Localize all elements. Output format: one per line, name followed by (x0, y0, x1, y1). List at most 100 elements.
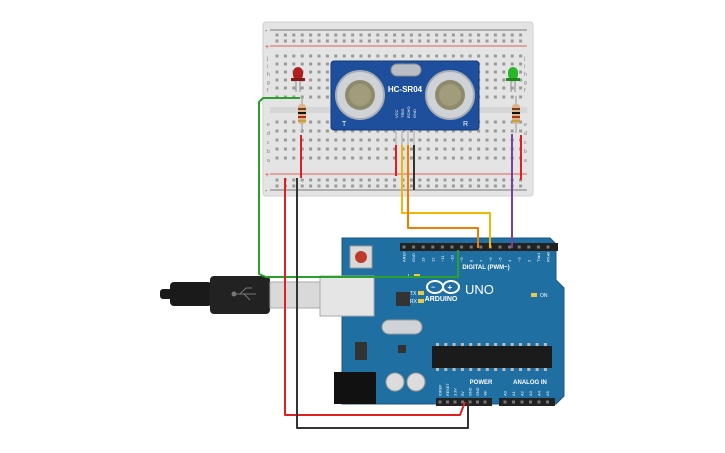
power-pin-label: GND (469, 387, 473, 396)
terminal-hole (309, 86, 313, 90)
row-letter: b (524, 149, 527, 155)
terminal-hole (443, 147, 447, 151)
rail-hole (418, 178, 422, 182)
header-hole (468, 400, 472, 404)
chip-pin (485, 343, 489, 346)
rail-hole (342, 184, 346, 188)
wire-green[interactable] (258, 97, 459, 278)
terminal-hole (367, 129, 371, 133)
terminal-hole (351, 138, 355, 142)
digital-pin-label: GND (411, 253, 416, 262)
digital-pin-label: ~3 (517, 257, 522, 262)
resistor-2[interactable] (512, 96, 520, 133)
rail-hole (510, 33, 514, 37)
terminal-hole (451, 147, 455, 151)
terminal-hole (468, 147, 472, 151)
terminal-hole (317, 129, 321, 133)
wire-red-main[interactable] (284, 178, 466, 416)
sensor-pin-legs (395, 130, 415, 145)
rail-hole (502, 178, 506, 182)
header-hole (517, 245, 521, 249)
terminal-hole (519, 62, 523, 66)
rail-hole (485, 184, 489, 188)
terminal-hole (300, 86, 304, 90)
terminal-hole (435, 54, 439, 58)
power-pin-label: GND (476, 387, 480, 396)
terminal-hole (317, 120, 321, 124)
wire-orange-echo[interactable] (407, 145, 479, 248)
reset-button-cap[interactable] (355, 251, 367, 263)
rail-hole (384, 184, 388, 188)
usb-b-port (319, 275, 375, 317)
terminal-hole (426, 156, 430, 160)
sensor-r-mark: R (463, 121, 468, 128)
chip-pin (469, 368, 473, 371)
terminal-hole (283, 147, 287, 151)
red-led[interactable] (291, 67, 305, 92)
rail-hole (359, 33, 363, 37)
terminal-hole (309, 156, 313, 160)
terminal-hole (519, 78, 523, 82)
terminal-hole (309, 129, 313, 133)
rail-hole (376, 33, 380, 37)
row-letter: b (267, 149, 270, 155)
terminal-hole (275, 78, 279, 82)
chip-pin (519, 343, 522, 346)
chip-pin (494, 343, 498, 346)
power-pin-label: RESET (446, 383, 450, 396)
rail-hole (435, 39, 439, 43)
rail-hole (367, 178, 371, 182)
rail-hole (376, 39, 380, 43)
terminal-hole (493, 62, 497, 66)
rail-hole (485, 178, 489, 182)
terminal-hole (334, 156, 338, 160)
chip-pin (452, 343, 456, 346)
terminal-hole (485, 62, 489, 66)
terminal-hole (493, 147, 497, 151)
green-led[interactable] (506, 67, 520, 92)
digital-pin-label: AREF (402, 251, 407, 262)
terminal-hole (351, 156, 355, 160)
terminal-hole (409, 129, 413, 133)
terminal-hole (367, 54, 371, 58)
wire-yellow-trig[interactable] (401, 145, 491, 248)
rail-hole (300, 33, 304, 37)
terminal-hole (435, 156, 439, 160)
analog-pin-label: A1 (511, 390, 516, 396)
rail-hole (275, 184, 279, 188)
analog-pin-label: A3 (528, 390, 533, 396)
wire-black-main[interactable] (296, 178, 469, 429)
digital-pin-label: ~11 (440, 255, 445, 262)
terminal-hole (510, 95, 514, 99)
on-led (531, 293, 537, 297)
terminal-hole (477, 147, 481, 151)
rail-hole (393, 33, 397, 37)
terminal-hole (460, 147, 464, 151)
terminal-hole (309, 147, 313, 151)
rail-hole (292, 33, 296, 37)
rail-hole (351, 178, 355, 182)
resistor-1[interactable] (298, 96, 306, 133)
rail-hole (376, 178, 380, 182)
terminal-hole (418, 129, 422, 133)
terminal-hole (435, 147, 439, 151)
rail-hole (342, 39, 346, 43)
rail-hole (359, 39, 363, 43)
usb-cable[interactable] (160, 275, 375, 317)
usb-controller-chip (396, 292, 410, 306)
terminal-hole (510, 129, 514, 133)
terminal-hole (443, 138, 447, 142)
terminal-hole (384, 156, 388, 160)
usb-icon (231, 287, 256, 301)
rail-hole (325, 39, 329, 43)
rail-hole (275, 178, 279, 182)
rx-led (418, 299, 424, 303)
ultrasonic-sensor[interactable]: HC-SR04 T R VCC TRIG ECHO GND (330, 60, 480, 145)
digital-pin-label: 8 (469, 259, 474, 262)
chip-pin (543, 368, 547, 371)
terminal-hole (309, 78, 313, 82)
terminal-hole (325, 129, 329, 133)
terminal-hole (502, 129, 506, 133)
